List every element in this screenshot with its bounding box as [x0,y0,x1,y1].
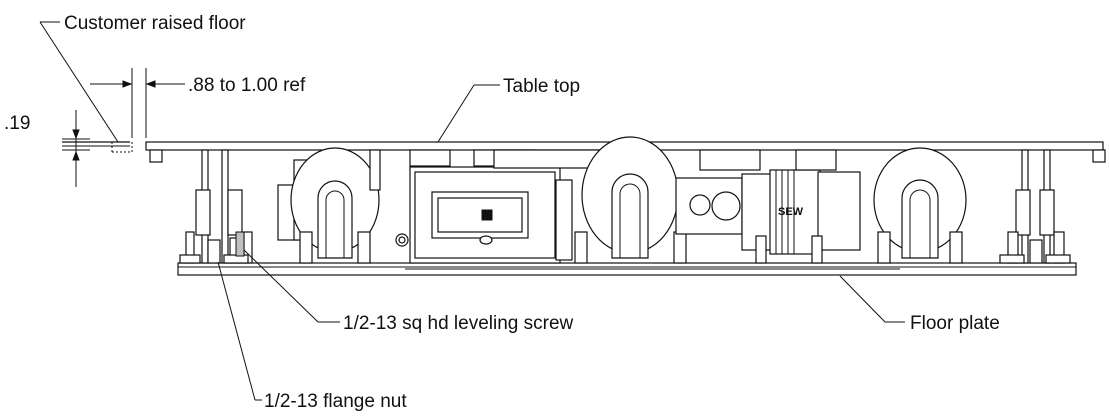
raised-floor-detail [39,21,185,187]
motor-brand-label: SEW [778,206,804,218]
left-wheel [277,147,381,264]
floor-plate-label: Floor plate [910,313,1000,334]
motor-fins [775,170,795,254]
flange-nut-label: 1/2-13 flange nut [264,391,407,412]
control-box [395,149,573,264]
right-support-column [999,149,1071,264]
left-support-column [179,149,340,401]
center-wheel [493,136,687,264]
floor-plate [177,262,1077,323]
customer-raised-floor-label: Customer raised floor [64,13,246,34]
right-wheel [873,147,967,264]
table-top-label: Table top [503,76,580,97]
leveling-screw-label: 1/2-13 sq hd leveling screw [343,313,574,334]
gap-ref-label: .88 to 1.00 ref [188,75,306,96]
thickness-label: .19 [4,113,30,134]
motor-gearbox: SEW [675,149,861,264]
